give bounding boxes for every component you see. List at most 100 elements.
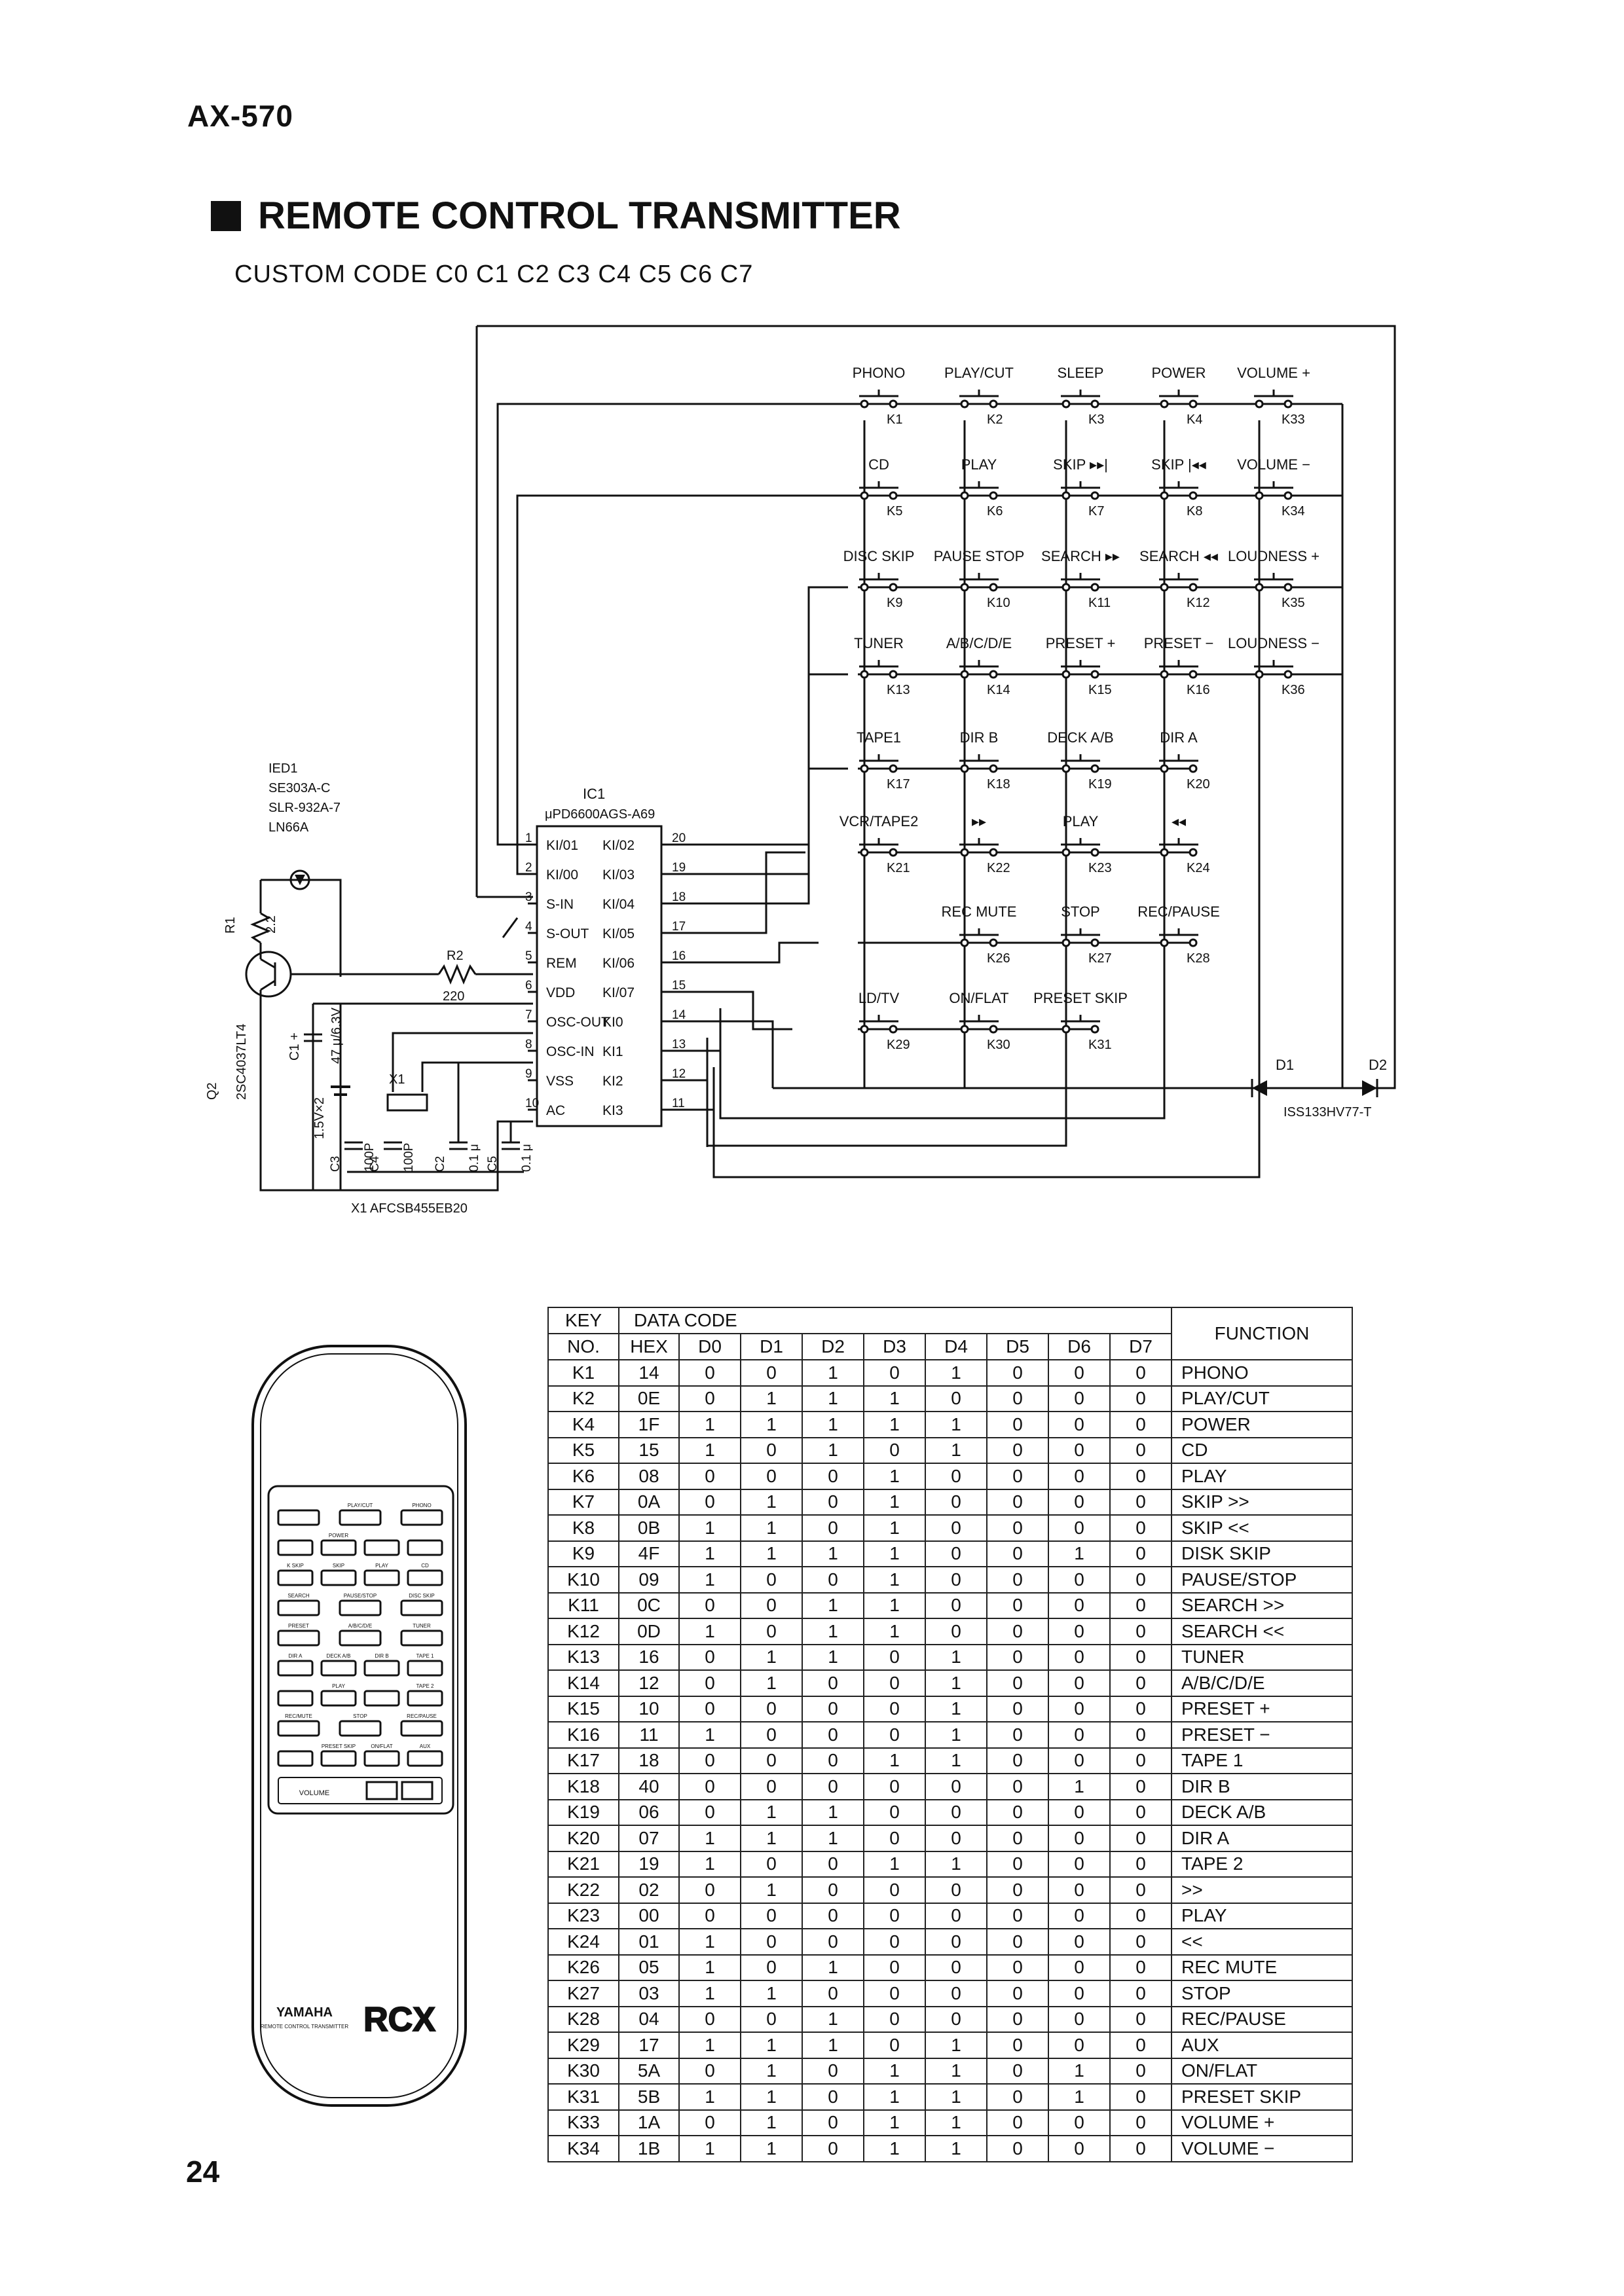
bit-cell: 1	[678, 1721, 741, 1749]
hex-cell: 04	[618, 2005, 680, 2033]
key-label: PRESET +	[1046, 635, 1116, 651]
switch-contact	[1189, 848, 1198, 857]
switch-contact	[1160, 583, 1169, 592]
bit-cell: 0	[1048, 1747, 1111, 1774]
key-id: K15	[1088, 683, 1112, 697]
bit-cell: 1	[678, 2032, 741, 2059]
key-label: TUNER	[854, 635, 904, 651]
bit-cell: 0	[986, 2032, 1049, 2059]
bit-cell: 0	[925, 1773, 987, 1800]
bit-cell: 0	[863, 1902, 926, 1929]
section-title-text: REMOTE CONTROL TRANSMITTER	[258, 194, 901, 237]
key-switch-k24: ◂◂K24	[1159, 813, 1210, 875]
bit-cell: 1	[925, 2057, 987, 2085]
header-col: NO.	[547, 1333, 619, 1360]
key-id: K9	[887, 596, 902, 610]
key-label: PLAY/CUT	[944, 365, 1014, 381]
switch-contact	[1189, 491, 1198, 500]
key-no-cell: K31	[547, 2083, 619, 2111]
switch-contact	[1160, 399, 1169, 409]
key-no-cell: K34	[547, 2135, 619, 2162]
key-id: K3	[1088, 412, 1104, 427]
key-no-cell: K27	[547, 1980, 619, 2007]
bit-cell: 0	[802, 2109, 864, 2136]
ic-pin-name: KI1	[602, 1044, 623, 1059]
bit-cell: 0	[1109, 1514, 1172, 1542]
ic-pin-name: VSS	[546, 1074, 574, 1089]
remote-button-label: PLAY/CUT	[348, 1503, 373, 1508]
bit-cell: 0	[863, 1721, 926, 1749]
bit-cell: 0	[1048, 1643, 1111, 1671]
bit-cell: 1	[863, 1463, 926, 1490]
hex-cell: 0D	[618, 1618, 680, 1645]
bit-cell: 0	[986, 1411, 1049, 1438]
bit-cell: 0	[740, 1928, 803, 1956]
ic-pin-number: 14	[672, 1008, 686, 1022]
bit-cell: 0	[986, 1695, 1049, 1722]
bit-cell: 1	[802, 1436, 864, 1464]
bit-cell: 0	[1109, 1980, 1172, 2007]
ic-pin-name: S-OUT	[546, 926, 589, 941]
transistor-lead	[260, 958, 276, 969]
bit-cell: 1	[925, 2083, 987, 2111]
key-switch-k8: SKIP |◂◂K8	[1151, 456, 1206, 519]
switch-contact	[1061, 938, 1071, 947]
switch-contact	[1189, 583, 1198, 592]
bit-cell: 0	[1048, 1902, 1111, 1929]
bit-cell: 0	[740, 1618, 803, 1645]
bit-cell: 0	[1048, 1359, 1111, 1387]
hex-cell: 15	[618, 1436, 680, 1464]
hex-cell: 5B	[618, 2083, 680, 2111]
function-cell: PLAY	[1171, 1902, 1353, 1929]
bit-cell: 0	[678, 1385, 741, 1412]
remote-button	[277, 1720, 320, 1737]
remote-button-label: ON/FLAT	[371, 1743, 392, 1749]
function-cell: PHONO	[1171, 1359, 1353, 1387]
c2-value: 0.1 μ	[468, 1144, 481, 1172]
c5-value: 0.1 μ	[520, 1144, 534, 1172]
bit-cell: 0	[863, 1876, 926, 1904]
bit-cell: 0	[802, 1514, 864, 1542]
switch-contact	[1061, 1025, 1071, 1034]
switch-contact	[989, 670, 998, 679]
bit-cell: 0	[678, 1773, 741, 1800]
hex-cell: 19	[618, 1850, 680, 1878]
function-cell: PLAY/CUT	[1171, 1385, 1353, 1412]
remote-button-label: PLAY	[375, 1563, 389, 1569]
remote-button	[277, 1750, 314, 1767]
key-id: K23	[1088, 861, 1112, 875]
bit-cell: 0	[986, 1669, 1049, 1697]
remote-volume-label: VOLUME	[299, 1789, 329, 1797]
bit-cell: 0	[1048, 1850, 1111, 1878]
bit-cell: 0	[925, 1488, 987, 1516]
bit-cell: 0	[986, 1359, 1049, 1387]
key-no-cell: K23	[547, 1902, 619, 1929]
key-no-cell: K18	[547, 1773, 619, 1800]
key-switch-k35: LOUDNESS +K35	[1228, 548, 1320, 610]
bit-cell: 1	[925, 1695, 987, 1722]
bit-cell: 0	[986, 1928, 1049, 1956]
ic-pin-number: 7	[525, 1008, 532, 1022]
bit-cell: 0	[1048, 1618, 1111, 1645]
battery-label: 1.5V×2	[312, 1097, 327, 1139]
key-id: K6	[987, 504, 1003, 519]
key-id: K19	[1088, 777, 1112, 792]
bit-cell: 0	[925, 1876, 987, 1904]
bit-cell: 0	[802, 2135, 864, 2162]
ic-pin-name: KI2	[602, 1074, 623, 1089]
function-cell: TUNER	[1171, 1643, 1353, 1671]
switch-contact	[1090, 399, 1099, 409]
header-col: D1	[740, 1333, 803, 1360]
bit-cell: 0	[802, 1902, 864, 1929]
remote-button	[339, 1630, 382, 1647]
hex-cell: 02	[618, 1876, 680, 1904]
switch-contact	[1090, 764, 1099, 773]
bit-cell: 0	[986, 1721, 1049, 1749]
